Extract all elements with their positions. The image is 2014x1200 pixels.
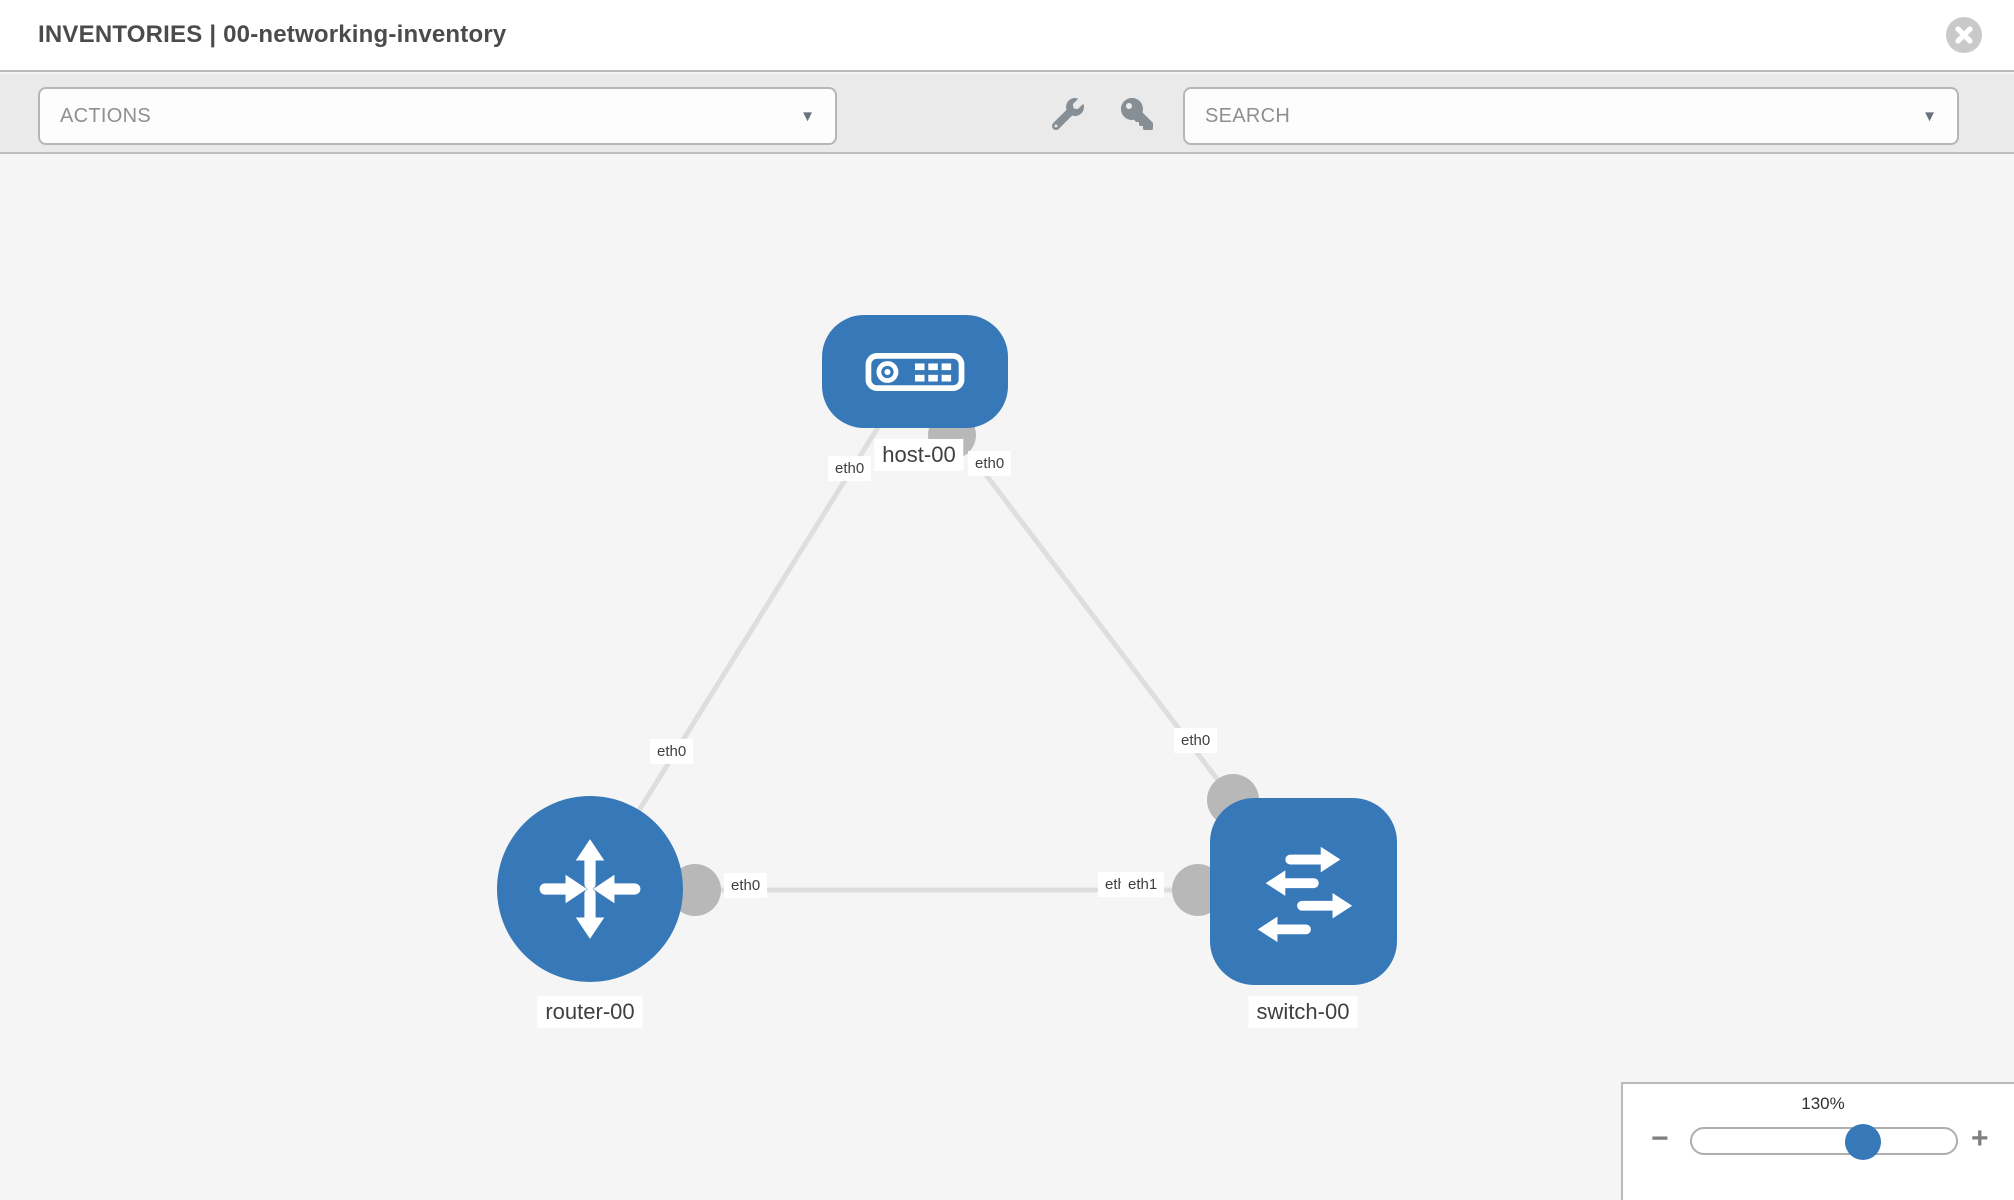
- interface-label: eth0: [724, 873, 768, 898]
- zoom-slider-track[interactable]: [1690, 1127, 1958, 1155]
- search-select-label: SEARCH: [1205, 104, 1291, 127]
- key-icon: [1121, 98, 1153, 130]
- node-host-00[interactable]: [822, 315, 1008, 428]
- search-select[interactable]: SEARCH ▼: [1183, 87, 1959, 145]
- zoom-in-button[interactable]: +: [1971, 1122, 1989, 1155]
- node-switch-00[interactable]: [1210, 798, 1397, 985]
- zoom-slider-handle[interactable]: [1845, 1124, 1881, 1160]
- chevron-down-icon: ▼: [800, 107, 815, 125]
- actions-select-label: ACTIONS: [60, 104, 151, 127]
- toolbar: ACTIONS ▼ SEARCH ▼: [0, 74, 2014, 154]
- header-bar: INVENTORIES | 00-networking-inventory: [0, 0, 2014, 72]
- node-router-00[interactable]: [497, 796, 683, 982]
- topology-canvas[interactable]: host-00 router-00 switch-00 eth0 eth0 et…: [0, 156, 2014, 1200]
- interface-label: eth0: [650, 739, 694, 764]
- zoom-level-value: 130%: [1801, 1094, 1845, 1113]
- close-icon: [1955, 26, 1973, 44]
- node-label-router: router-00: [537, 996, 643, 1028]
- interface-label: eth0: [968, 451, 1012, 476]
- zoom-panel: 130% − +: [1621, 1082, 2014, 1200]
- configure-button[interactable]: [1050, 96, 1086, 132]
- switch-icon: [1257, 846, 1352, 942]
- router-icon: [539, 839, 641, 939]
- page-title: INVENTORIES | 00-networking-inventory: [38, 21, 507, 48]
- close-button[interactable]: [1946, 17, 1982, 53]
- chevron-down-icon: ▼: [1922, 107, 1937, 125]
- link-lines: [587, 422, 1235, 893]
- node-label-switch: switch-00: [1248, 996, 1358, 1028]
- key-button[interactable]: [1119, 96, 1155, 132]
- zoom-out-button[interactable]: −: [1651, 1122, 1669, 1155]
- host-icon: [865, 352, 965, 391]
- interface-label: eth0: [828, 456, 872, 481]
- wrench-icon: [1052, 98, 1084, 130]
- interface-label: eth0: [1174, 728, 1218, 753]
- node-label-host: host-00: [874, 439, 964, 471]
- interface-label: eth1: [1121, 872, 1165, 897]
- actions-select[interactable]: ACTIONS ▼: [38, 87, 837, 145]
